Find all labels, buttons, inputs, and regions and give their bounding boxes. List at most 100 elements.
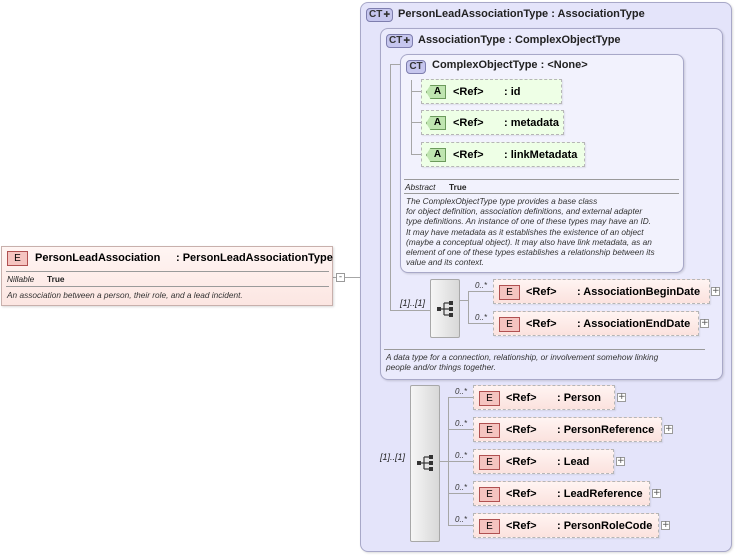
connector [448,397,473,398]
element-lead-reference[interactable]: E <Ref> : LeadReference [473,481,650,506]
connector [448,461,473,462]
element-icon: E [479,423,500,438]
collapse-icon[interactable]: - [336,273,345,282]
ct-complex-base: : <None> [540,59,588,71]
sequence-multiplicity: [1]..[1] [400,298,426,308]
element-ref: <Ref> [506,456,537,468]
connector [390,310,430,311]
attribute-name: : linkMetadata [504,149,578,161]
separator [384,349,705,350]
connector [411,122,421,123]
element-association-begin-date[interactable]: E <Ref> : AssociationBeginDate [493,279,710,304]
attribute-ref: <Ref> [453,86,484,98]
element-icon: E [7,251,28,266]
element-lead[interactable]: E <Ref> : Lead [473,449,614,474]
ct-complex-name: ComplexObjectType [432,59,538,71]
separator [404,193,679,194]
ct-complex-description: The ComplexObjectType type provides a ba… [406,196,655,268]
ct-complex-title: ComplexObjectType : <None> [432,59,588,72]
attribute-icon: A [426,85,446,99]
element-ref: <Ref> [526,318,557,330]
element-name: : PersonReference [557,424,655,436]
element-icon: E [499,285,520,300]
attribute-name: : id [504,86,521,98]
connector [468,323,493,324]
attribute-icon: A [426,148,446,162]
element-name: : Lead [557,456,590,468]
occurs-label: 0..* [455,419,468,428]
expand-icon[interactable]: + [616,456,625,466]
nillable-value: True [47,274,65,284]
root-description: An association between a person, their r… [7,290,243,300]
expand-icon[interactable]: + [711,286,720,296]
root-type: : PersonLeadAssociationType [176,252,333,264]
ct-assoc-name: AssociationType [418,34,506,46]
connector [411,80,412,154]
element-icon: E [479,519,500,534]
attribute-icon: A [426,116,446,130]
connector [468,291,493,292]
sequence-compositor[interactable] [410,385,440,542]
element-person-role-code[interactable]: E <Ref> : PersonRoleCode [473,513,659,538]
attribute-id[interactable]: A <Ref> : id [421,79,562,104]
sequence-icon [417,455,433,471]
sequence-multiplicity: [1]..[1] [380,452,406,462]
attribute-name: : metadata [504,117,560,129]
occurs-label: 0..* [455,515,468,524]
attribute-link-metadata[interactable]: A <Ref> : linkMetadata [421,142,585,167]
element-name: : AssociationBeginDate [577,286,701,298]
connector [468,291,469,324]
connector [390,64,391,310]
attribute-metadata[interactable]: A <Ref> : metadata [421,110,564,135]
occurs-label: 0..* [455,387,468,396]
sequence-icon [437,301,453,317]
connector [411,91,421,92]
element-icon: E [499,317,520,332]
connector [448,493,473,494]
element-person[interactable]: E <Ref> : Person [473,385,615,410]
element-ref: <Ref> [526,286,557,298]
element-name: : PersonRoleCode [557,520,653,532]
expand-icon[interactable]: + [617,392,626,402]
element-icon: E [479,391,500,406]
connector [440,461,448,462]
occurs-label: 0..* [475,313,488,322]
expand-icon[interactable]: + [661,520,670,530]
element-ref: <Ref> [506,488,537,500]
ct-assoc-title: AssociationType : ComplexObjectType [418,34,621,47]
ct-outer-title: PersonLeadAssociationType : AssociationT… [398,8,645,21]
occurs-label: 0..* [455,483,468,492]
connector [330,277,336,278]
abstract-value: True [449,182,467,192]
root-element-person-lead-association[interactable]: E PersonLeadAssociation : PersonLeadAsso… [1,246,333,306]
connector [448,429,473,430]
sequence-compositor[interactable] [430,279,460,338]
expand-icon[interactable]: + [700,318,709,328]
element-icon: E [479,455,500,470]
attribute-ref: <Ref> [453,149,484,161]
separator [6,286,329,287]
attribute-ref: <Ref> [453,117,484,129]
complex-type-badge: CT [386,34,413,48]
ct-outer-base: : AssociationType [551,8,645,20]
abstract-label: Abstract [405,182,436,192]
expand-icon[interactable]: + [652,488,661,498]
nillable-label: Nillable [7,274,35,284]
complex-type-badge: CT [406,60,426,74]
connector [390,64,400,65]
connector [448,525,473,526]
element-icon: E [479,487,500,502]
ct-outer-name: PersonLeadAssociationType [398,8,549,20]
ct-assoc-base: : ComplexObjectType [508,34,621,46]
element-name: : Person [557,392,602,404]
root-name: PersonLeadAssociation [35,252,161,264]
element-association-end-date[interactable]: E <Ref> : AssociationEndDate [493,311,699,336]
element-person-reference[interactable]: E <Ref> : PersonReference [473,417,662,442]
element-ref: <Ref> [506,520,537,532]
element-name: : LeadReference [557,488,643,500]
element-ref: <Ref> [506,392,537,404]
expand-icon[interactable]: + [664,424,673,434]
occurs-label: 0..* [475,281,488,290]
connector [411,154,421,155]
connector [460,300,468,301]
